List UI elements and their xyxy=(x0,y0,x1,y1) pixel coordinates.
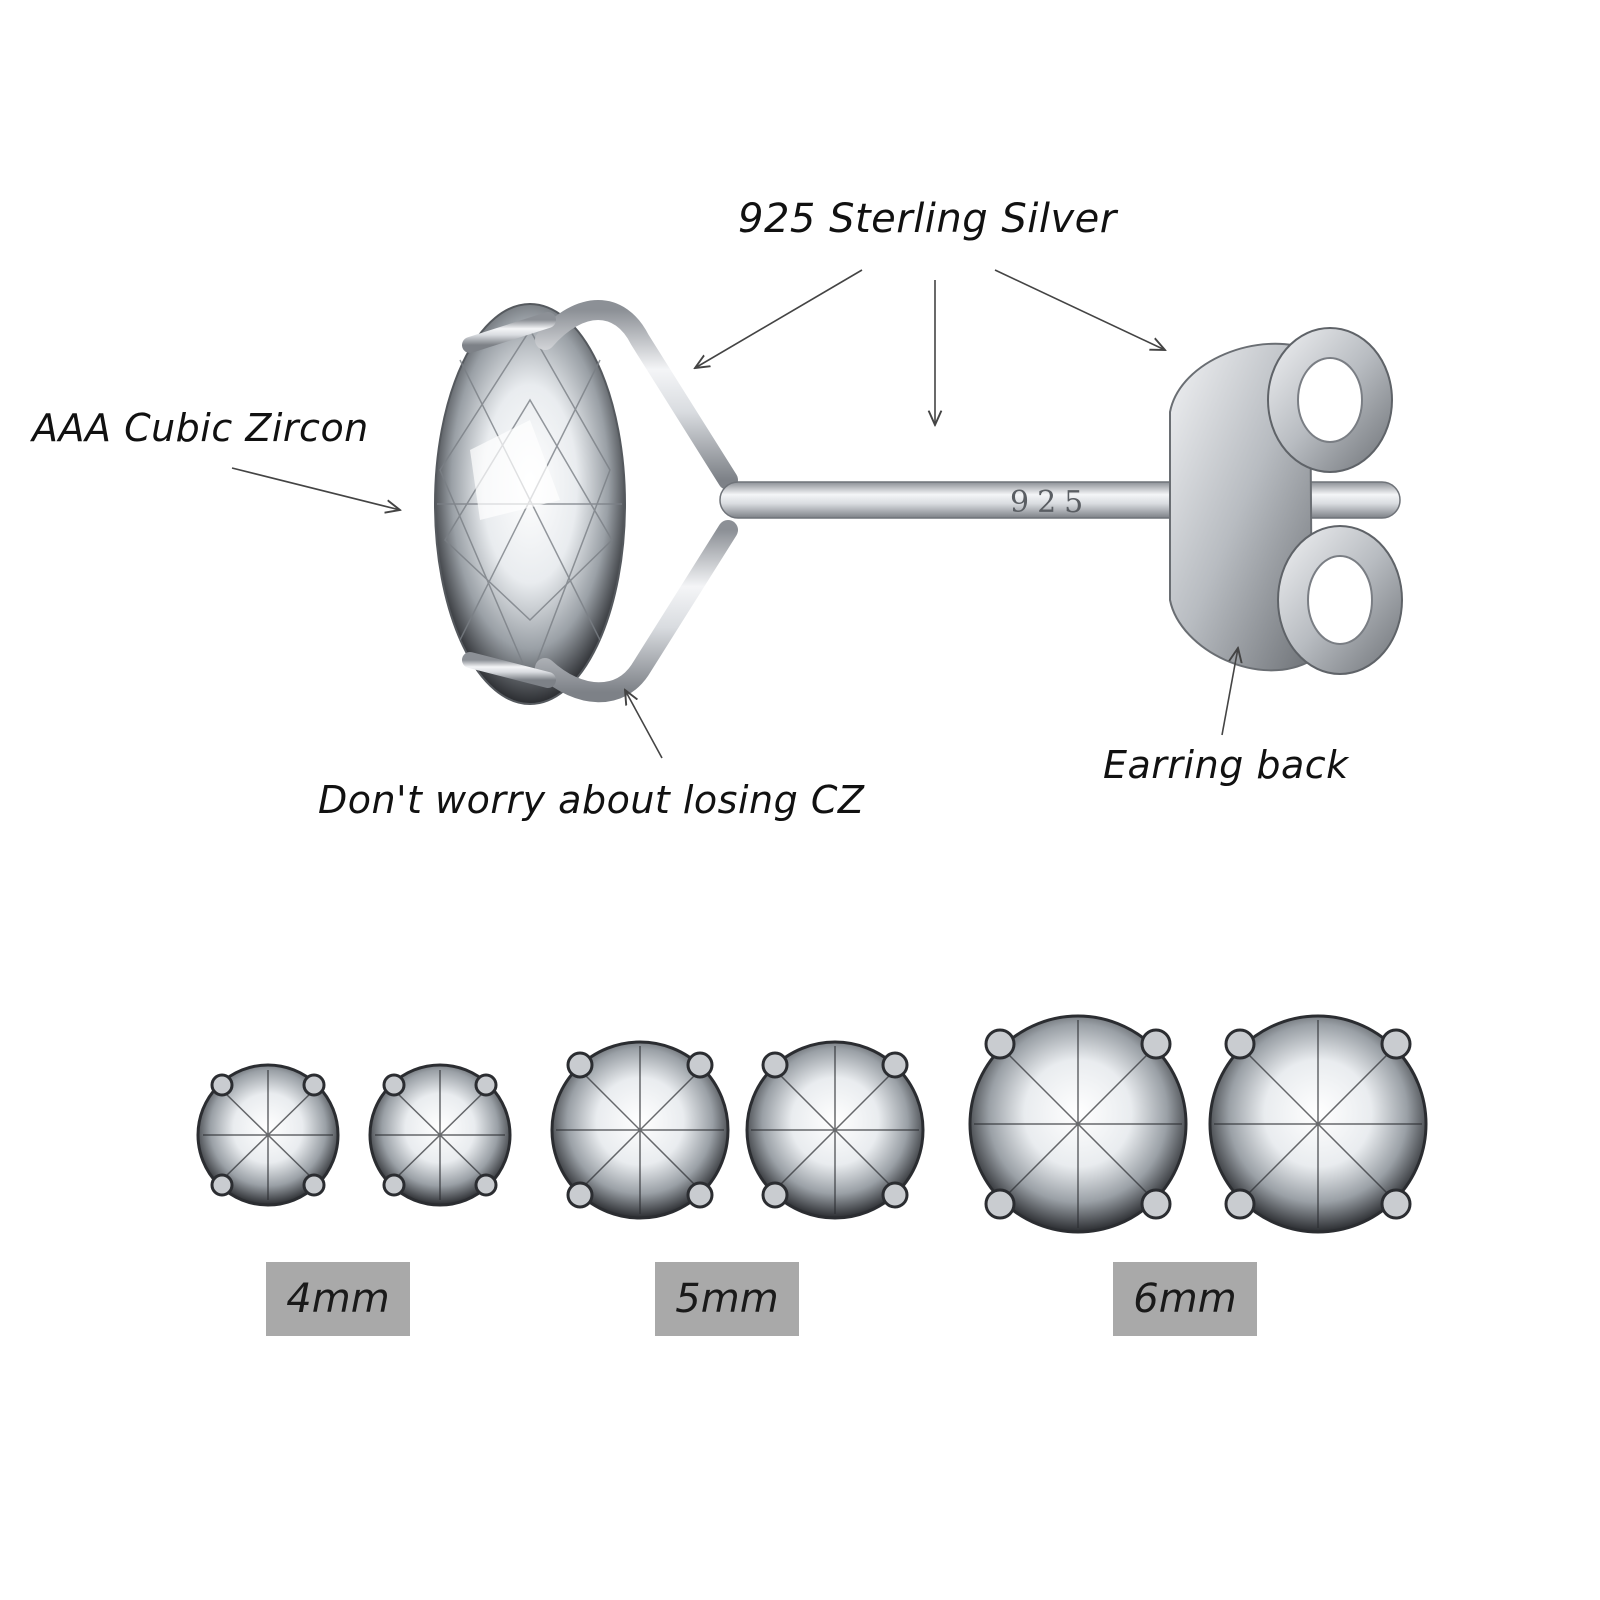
zircon-gem xyxy=(434,303,626,705)
gem-6mm-left xyxy=(968,1014,1188,1234)
arrow-silver-prong xyxy=(695,269,863,368)
label-earring-back: Earring back xyxy=(1103,743,1349,787)
gem-6mm-right xyxy=(1208,1014,1428,1234)
pointer-arrows xyxy=(231,269,1238,759)
prongs xyxy=(462,300,738,703)
earring-back-piece xyxy=(1169,327,1403,675)
label-losing-cz: Don't worry about losing CZ xyxy=(318,778,865,822)
arrow-silver-back xyxy=(994,269,1165,350)
post-stamp: 925 xyxy=(1010,485,1091,520)
gem-4mm-left xyxy=(196,1063,340,1207)
gem-5mm-left xyxy=(550,1040,730,1220)
arrow-losing-cz xyxy=(625,690,663,759)
label-sterling-silver: 925 Sterling Silver xyxy=(738,196,1117,242)
label-cubic-zircon: AAA Cubic Zircon xyxy=(32,406,369,450)
size-tag-6mm: 6mm xyxy=(1113,1262,1257,1336)
gem-5mm-right xyxy=(745,1040,925,1220)
arrow-earring-back xyxy=(1221,648,1238,736)
arrow-zircon xyxy=(231,467,400,510)
size-tag-4mm: 4mm xyxy=(266,1262,410,1336)
gem-4mm-right xyxy=(368,1063,512,1207)
size-tag-5mm: 5mm xyxy=(655,1262,799,1336)
earring-illustration: 925 xyxy=(434,300,1403,705)
size-gems xyxy=(196,1014,1428,1234)
